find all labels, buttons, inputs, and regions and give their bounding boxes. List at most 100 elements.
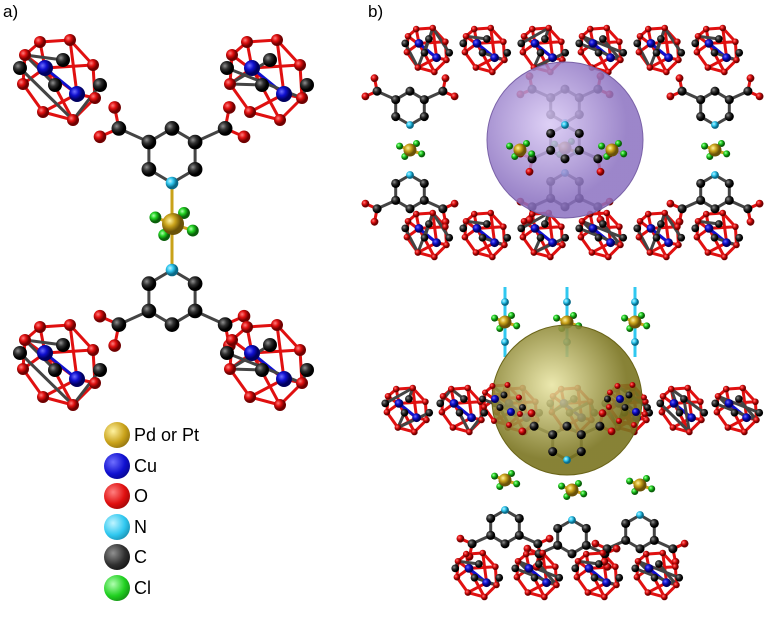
c-atom [730, 408, 739, 417]
bond [657, 563, 678, 586]
cl-atom [522, 139, 531, 148]
n-atom [501, 298, 509, 306]
o-atom [631, 422, 637, 428]
c-atom [652, 48, 661, 57]
cu-atom [644, 564, 654, 573]
o-atom [605, 253, 612, 261]
c-atom [255, 363, 269, 377]
bond [43, 352, 75, 406]
o-atom [642, 550, 650, 558]
c-atom [56, 53, 70, 67]
c-atom [372, 204, 382, 214]
o-atom [522, 550, 530, 558]
c-atom [425, 35, 433, 43]
o-atom [617, 241, 624, 249]
o-atom [274, 114, 286, 126]
o-atom [672, 563, 679, 571]
o-atom [574, 557, 582, 565]
bond [601, 38, 622, 61]
o-atom [582, 550, 590, 558]
c-atom [691, 39, 700, 48]
c-atom [255, 78, 269, 92]
bond [673, 400, 701, 405]
o-atom [603, 209, 611, 217]
o-atom [578, 217, 586, 225]
o-atom [520, 32, 528, 40]
o-atom [573, 573, 581, 581]
bond [663, 27, 683, 54]
o-atom [241, 321, 253, 333]
o-atom [616, 223, 623, 231]
o-atom [719, 24, 727, 32]
bond [581, 34, 624, 55]
bond [659, 402, 691, 434]
c-atom [495, 573, 504, 582]
o-atom [67, 114, 79, 126]
o-atom [478, 416, 485, 424]
c-atom [541, 35, 549, 43]
c-atom [535, 560, 543, 568]
o-atom [449, 424, 457, 431]
c-atom-icon [104, 544, 130, 570]
c-atom [438, 204, 448, 214]
cu-atom [414, 224, 424, 233]
o-atom [89, 92, 101, 104]
cu-atom [722, 53, 731, 63]
pd-atom [565, 483, 579, 497]
c-atom [460, 395, 468, 403]
c-atom [529, 421, 539, 431]
pd-atom [708, 143, 722, 157]
c-atom [220, 346, 234, 360]
o-atom [633, 573, 641, 581]
o-atom [271, 319, 283, 331]
o-atom [591, 539, 600, 548]
c-atom [710, 233, 719, 242]
c-atom [700, 408, 709, 417]
o-atom [694, 217, 702, 225]
bond [708, 40, 736, 45]
o-atom [412, 210, 420, 218]
o-atom [19, 334, 31, 346]
c-atom [459, 39, 468, 48]
o-atom [675, 241, 682, 249]
o-atom [547, 253, 554, 261]
c-atom [677, 48, 686, 57]
c-atom [650, 573, 659, 582]
o-atom [506, 422, 512, 428]
o-atom [596, 167, 605, 176]
o-atom [675, 56, 682, 64]
o-atom [598, 409, 607, 418]
c-atom [405, 204, 415, 214]
o-atom [612, 563, 619, 571]
c-atom [111, 317, 127, 332]
o-atom [439, 392, 447, 400]
c-atom [696, 95, 706, 105]
c-atom [479, 395, 486, 403]
o-atom [516, 394, 522, 401]
cu-atom [394, 399, 404, 408]
bond [250, 352, 282, 406]
c-atom [710, 204, 720, 214]
cl-atom [621, 314, 629, 322]
c-atom [590, 573, 599, 582]
cu-atom [548, 238, 557, 248]
o-atom [244, 106, 256, 118]
o-atom [244, 391, 256, 403]
n-atom [501, 506, 509, 514]
c-atom [743, 204, 753, 214]
o-atom [224, 78, 236, 90]
bond [71, 369, 102, 406]
c-atom [724, 178, 734, 188]
o-atom [462, 217, 470, 225]
o-atom [462, 550, 470, 558]
c-atom [561, 48, 570, 57]
n-atom [165, 263, 179, 277]
o-atom [607, 389, 613, 396]
c-atom [575, 39, 584, 48]
o-atom [461, 48, 469, 56]
c-atom [633, 39, 642, 48]
c-atom [548, 430, 558, 440]
c-atom [595, 421, 605, 431]
bond [44, 63, 94, 70]
c-atom [419, 95, 429, 105]
